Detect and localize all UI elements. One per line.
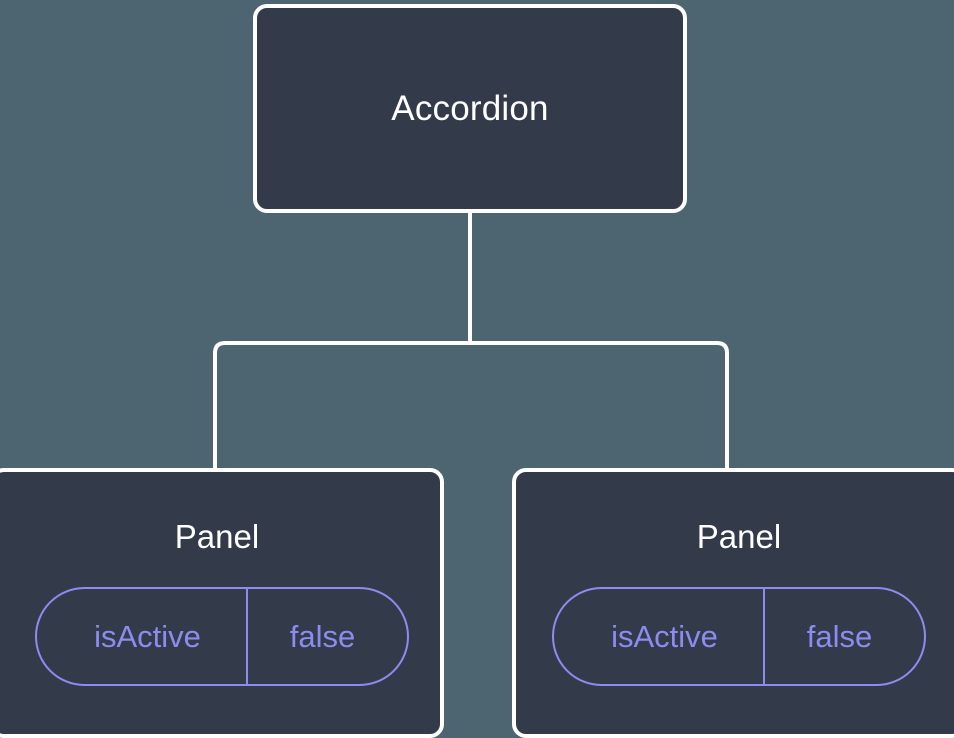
prop-badge[interactable]: isActive false	[35, 587, 409, 686]
edge-bracket-to-child-1	[470, 341, 729, 470]
prop-value: false	[806, 619, 873, 654]
prop-value: false	[289, 619, 356, 654]
prop-key: isActive	[554, 589, 765, 684]
node-label: Accordion	[391, 89, 549, 128]
tree-node-panel-1[interactable]: Panel isActive false	[512, 468, 954, 738]
tree-node-accordion[interactable]: Accordion	[253, 4, 687, 213]
prop-key: isActive	[37, 589, 248, 684]
edge-bracket-to-child-0	[213, 341, 470, 470]
tree-node-panel-0[interactable]: Panel isActive false	[0, 468, 444, 738]
prop-badge[interactable]: isActive false	[552, 587, 926, 686]
node-label: Panel	[174, 518, 260, 555]
node-label: Panel	[696, 518, 782, 555]
